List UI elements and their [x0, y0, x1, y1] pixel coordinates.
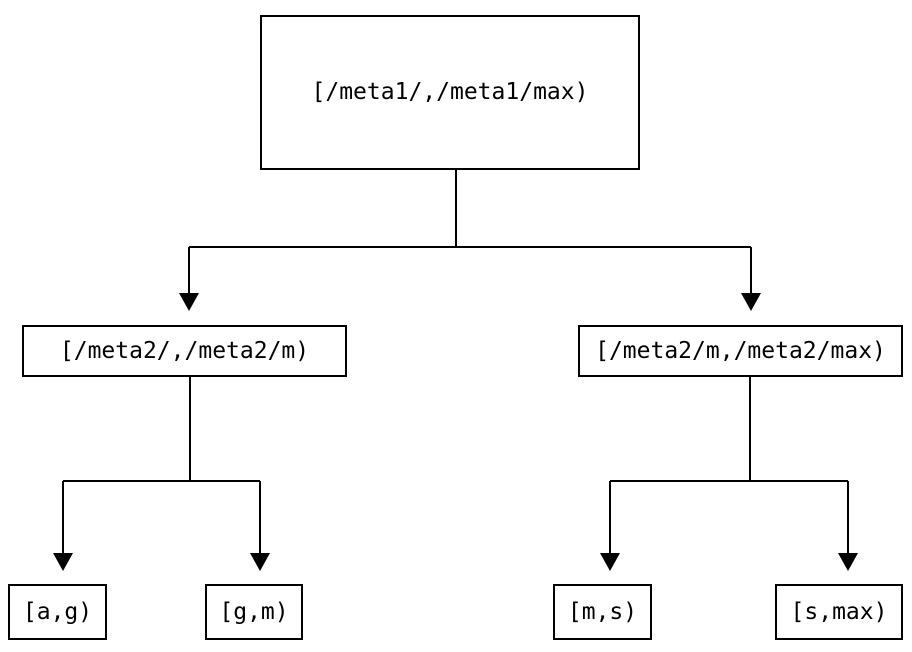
- node-root: [/meta1/,/meta1/max): [260, 15, 640, 170]
- node-meta2-right: [/meta2/m,/meta2/max): [578, 325, 903, 377]
- node-leaf-smax: [s,max): [775, 584, 903, 640]
- edge-root-stem: [188, 170, 752, 294]
- arrow-down-icon: [250, 553, 270, 571]
- arrow-down-icon: [741, 293, 761, 311]
- node-leaf-gm: [g,m): [205, 584, 303, 640]
- node-meta2-left: [/meta2/,/meta2/m): [22, 325, 347, 377]
- node-leaf-ms: [m,s): [553, 584, 652, 640]
- node-leaf-ag: [a,g): [8, 584, 107, 640]
- arrow-down-icon: [53, 553, 73, 571]
- arrow-down-icon: [600, 553, 620, 571]
- edge-left-stem: [62, 377, 261, 554]
- edge-right-stem: [609, 377, 849, 554]
- arrow-down-icon: [838, 553, 858, 571]
- arrow-down-icon: [179, 293, 199, 311]
